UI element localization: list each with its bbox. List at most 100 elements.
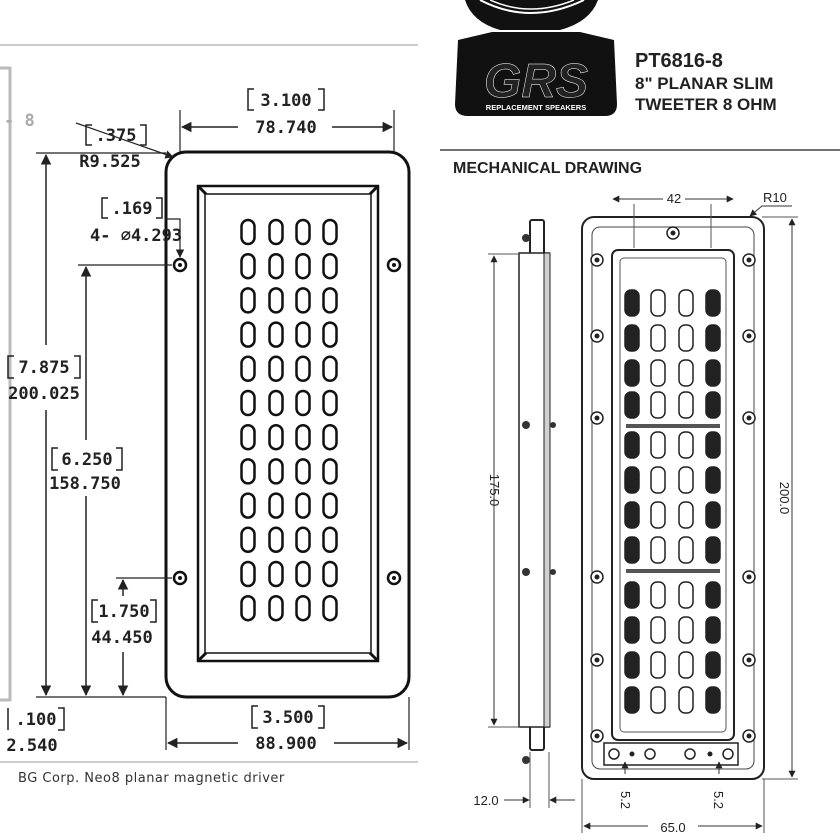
right-mount-hole-center	[670, 230, 676, 236]
right-slot-grid	[624, 289, 721, 714]
dim-terminal-left: 5.2	[618, 791, 633, 809]
holes-mm: 4- ∅4.293	[90, 226, 182, 246]
left-slot	[268, 287, 284, 314]
right-mount-hole-center	[746, 733, 752, 739]
left-slot	[268, 321, 284, 348]
right-slot-filled	[705, 359, 721, 387]
left-slot	[295, 423, 311, 451]
right-mount-hole-center	[594, 657, 600, 663]
left-slot	[240, 423, 256, 451]
left-slot	[295, 526, 311, 554]
dim-bracket	[251, 705, 325, 729]
right-slot	[678, 466, 694, 494]
right-slot-filled	[705, 501, 721, 529]
right-slot	[650, 686, 666, 714]
slot-divider	[626, 569, 720, 573]
right-slot	[650, 289, 666, 317]
right-slot	[678, 616, 694, 644]
width-bottom-mm: 88.900	[255, 734, 316, 754]
left-slot	[295, 389, 311, 417]
right-mount-hole-center	[746, 415, 752, 421]
left-slot	[240, 287, 256, 314]
right-mount-hole-center	[746, 333, 752, 339]
right-slot-filled	[705, 651, 721, 679]
left-inner-frame-2	[204, 193, 372, 654]
left-drawing: - 8 3.100	[0, 44, 418, 786]
left-slot	[295, 321, 311, 348]
right-slot	[678, 324, 694, 352]
right-mount-hole-center	[746, 574, 752, 580]
left-slot	[268, 355, 284, 383]
right-slot	[678, 536, 694, 564]
right-slot	[650, 431, 666, 459]
right-slot-filled	[705, 536, 721, 564]
right-mount-hole-center	[594, 574, 600, 580]
desc-line1: 8" PLANAR SLIM	[635, 74, 773, 93]
right-inner-frame	[611, 249, 735, 741]
right-slot	[650, 501, 666, 529]
left-slot	[240, 355, 256, 383]
right-slot-filled	[624, 501, 640, 529]
edge-offset-inch: .100	[16, 710, 57, 730]
left-slot	[240, 321, 256, 348]
leader-line	[166, 218, 185, 258]
left-slot	[322, 218, 338, 246]
right-slot-filled	[624, 686, 640, 714]
right-slot-filled	[624, 536, 640, 564]
dim-height-total: 200.0	[777, 482, 792, 515]
corner-radius-inch: .375	[96, 126, 137, 146]
left-slot	[322, 355, 338, 383]
left-slot	[322, 389, 338, 417]
holes-inch: .169	[112, 199, 153, 219]
side-view	[518, 219, 556, 764]
right-slot	[678, 391, 694, 419]
right-slot	[650, 359, 666, 387]
left-slot	[295, 287, 311, 314]
right-slot	[678, 581, 694, 609]
left-slot	[240, 252, 256, 280]
logo-text: GRS	[484, 55, 588, 108]
section-title: MECHANICAL DRAWING	[453, 160, 642, 177]
left-gray-border	[0, 66, 12, 702]
right-slot-filled	[624, 324, 640, 352]
right-mount-hole-center	[594, 333, 600, 339]
right-slot-filled	[624, 466, 640, 494]
left-slot	[268, 560, 284, 588]
left-slot	[240, 492, 256, 519]
leader-line	[749, 205, 792, 217]
right-slot-filled	[624, 289, 640, 317]
width-top-inch: 3.100	[260, 91, 311, 111]
left-slot	[295, 560, 311, 588]
left-slot	[268, 389, 284, 417]
left-slot	[295, 355, 311, 383]
left-slot	[322, 252, 338, 280]
right-slot	[650, 581, 666, 609]
right-slot-filled	[705, 466, 721, 494]
hole-offset-inch: 1.750	[98, 602, 149, 622]
slot-divider	[626, 424, 720, 428]
left-slot	[268, 458, 284, 485]
left-inner-corners	[196, 184, 380, 663]
right-slot-filled	[705, 431, 721, 459]
dim-width-bottom: 65.0	[660, 820, 685, 835]
dim-depth: 12.0	[473, 793, 498, 808]
left-slot	[268, 492, 284, 519]
left-slot	[240, 594, 256, 622]
right-slot	[678, 501, 694, 529]
right-mount-hole-center	[746, 657, 752, 663]
left-slot	[295, 492, 311, 519]
left-slot	[322, 423, 338, 451]
dim-bracket	[101, 197, 163, 219]
hole-offset-mm: 44.450	[91, 628, 152, 648]
dim-bracket	[85, 124, 147, 146]
dim-radius: R10	[763, 190, 787, 205]
model-title: PT6816-8	[635, 50, 723, 72]
right-mount-hole-center	[594, 257, 600, 263]
left-slot	[295, 458, 311, 485]
right-slot	[678, 431, 694, 459]
left-slot	[322, 560, 338, 588]
left-slot	[240, 560, 256, 588]
logo-subtext: REPLACEMENT SPEAKERS	[486, 103, 586, 112]
left-inner-frame	[196, 184, 380, 663]
